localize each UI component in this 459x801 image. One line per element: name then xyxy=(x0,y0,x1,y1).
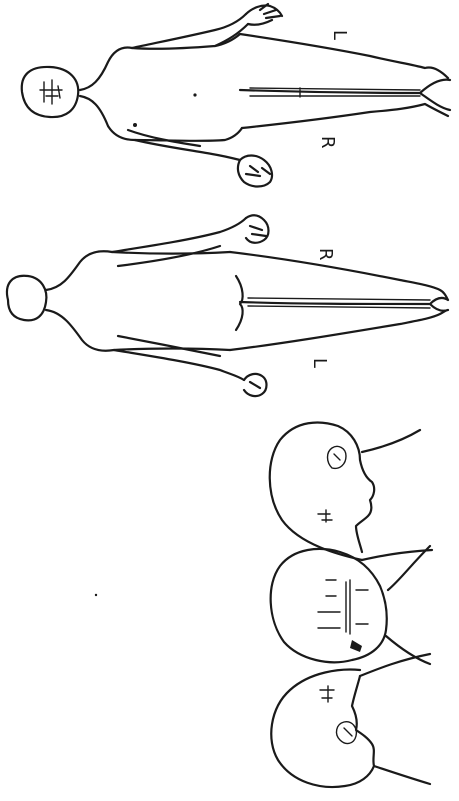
posterior-body-figure: R L xyxy=(7,215,448,396)
anterior-head xyxy=(22,67,79,117)
anterior-hand-lower xyxy=(238,156,272,187)
posterior-buttocks xyxy=(236,276,243,330)
anterior-face xyxy=(40,80,62,104)
head-profile-bottom-outline xyxy=(271,670,374,787)
head-profile-top xyxy=(270,423,432,560)
head-profile-bottom-face xyxy=(320,686,334,702)
anterior-navel xyxy=(193,93,196,96)
head-profile-top-face xyxy=(318,510,332,522)
anterior-torso xyxy=(80,34,242,141)
head-profile-top-outline xyxy=(270,423,374,560)
head-profile-bottom-neck xyxy=(360,654,430,784)
head-profile-bottom xyxy=(271,654,430,787)
anterior-mark xyxy=(133,123,137,127)
posterior-arm-lower xyxy=(114,336,244,380)
posterior-torso xyxy=(46,251,230,350)
posterior-legs xyxy=(230,252,448,350)
head-front-features xyxy=(318,580,368,634)
head-profile-top-ear xyxy=(328,446,347,468)
anterior-legs xyxy=(240,34,450,128)
posterior-left-label: L xyxy=(309,358,330,368)
posterior-head xyxy=(7,276,46,321)
posterior-right-label: R xyxy=(315,248,336,261)
head-front-chin-mark xyxy=(350,640,362,652)
head-front-outline xyxy=(271,549,387,662)
stray-mark xyxy=(95,594,97,596)
posterior-hand-lower xyxy=(244,374,267,396)
anterior-right-label: R xyxy=(317,136,338,149)
head-front-neck xyxy=(386,546,430,664)
anterior-arm-upper xyxy=(132,14,248,48)
anterior-hand-upper xyxy=(246,4,282,25)
anterior-arm-lower xyxy=(128,130,240,160)
head-profile-bottom-ear xyxy=(337,722,357,744)
posterior-arm-upper xyxy=(112,218,246,266)
anterior-body-figure: L R xyxy=(22,4,450,187)
anterior-left-label: L xyxy=(329,30,350,40)
posterior-hand-upper xyxy=(246,215,269,243)
head-front-middle xyxy=(271,546,430,664)
